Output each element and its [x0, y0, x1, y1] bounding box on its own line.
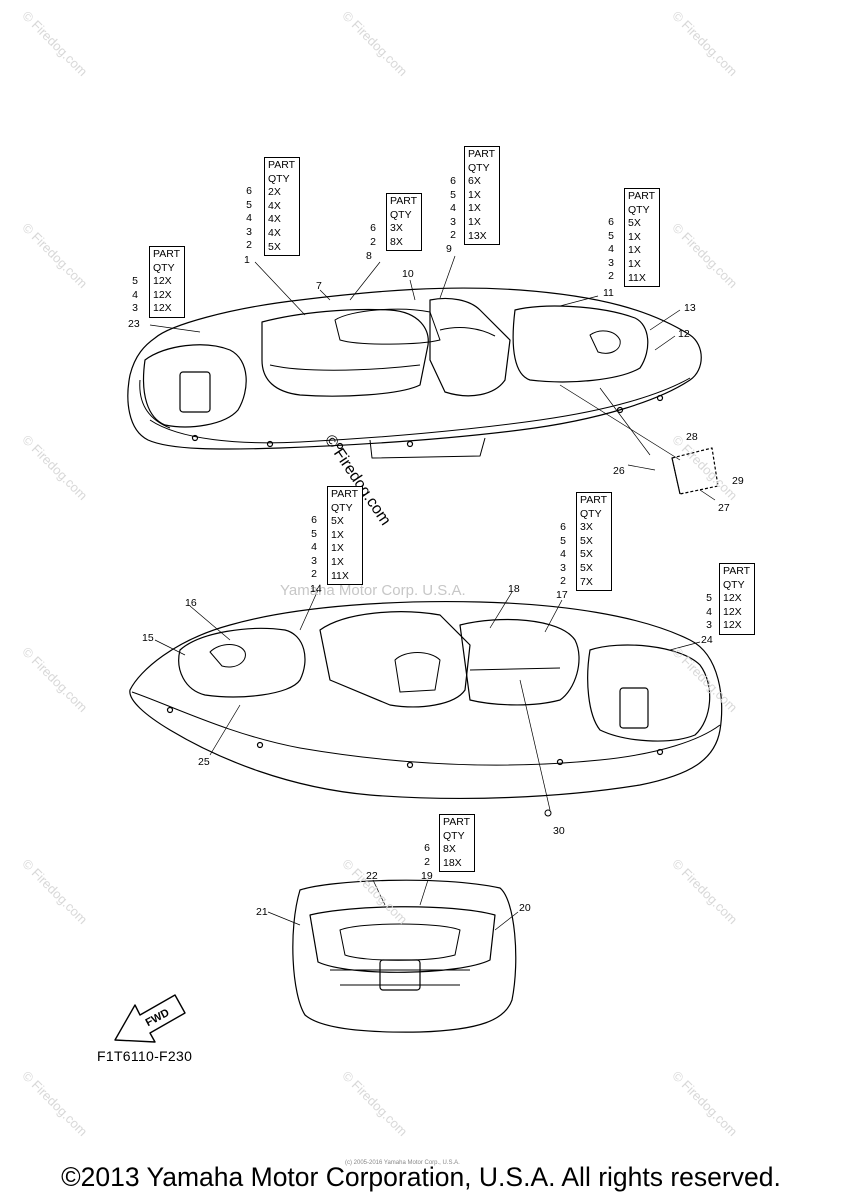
callout-number: 8: [366, 250, 372, 262]
callout-number: 14: [310, 583, 322, 595]
callout-number: 26: [613, 465, 625, 477]
callout-number: 23: [128, 318, 140, 330]
tiny-copyright: (c) 2005-2016 Yamaha Motor Corp., U.S.A.: [345, 1160, 460, 1166]
copyright-footer: ©2013 Yamaha Motor Corporation, U.S.A. A…: [61, 1162, 781, 1192]
callout-number: 11: [603, 287, 614, 299]
center-watermark: Yamaha Motor Corp. U.S.A.: [280, 582, 466, 599]
callout-number: 12: [678, 328, 690, 340]
callout-number: 25: [198, 756, 210, 768]
callout-number: 13: [684, 302, 696, 314]
callout-number: 19: [421, 870, 433, 882]
callout-number: 29: [732, 475, 744, 487]
callout-number: 20: [519, 902, 531, 914]
callout-number: 9: [446, 243, 452, 255]
callout-number: 10: [402, 268, 414, 280]
upper-hull-drawing: [127, 255, 719, 501]
callout-number: 30: [553, 825, 565, 837]
callout-number: 27: [718, 502, 730, 514]
callout-number: 28: [686, 431, 698, 443]
callout-number: 7: [316, 280, 322, 292]
fwd-arrow-icon: [114, 994, 186, 1043]
callout-number: 17: [556, 589, 568, 601]
callout-number: 22: [366, 870, 378, 882]
rear-hull-drawing: [267, 879, 519, 1033]
callout-number: 16: [185, 597, 197, 609]
middle-hull-drawing: [129, 589, 723, 811]
callout-number: 1: [244, 254, 250, 266]
callout-number: 21: [256, 906, 268, 918]
callout-number: 15: [142, 632, 154, 644]
diagram-code: F1T6110-F230: [97, 1048, 193, 1064]
callout-number: 24: [701, 634, 713, 646]
callout-number: 18: [508, 583, 520, 595]
